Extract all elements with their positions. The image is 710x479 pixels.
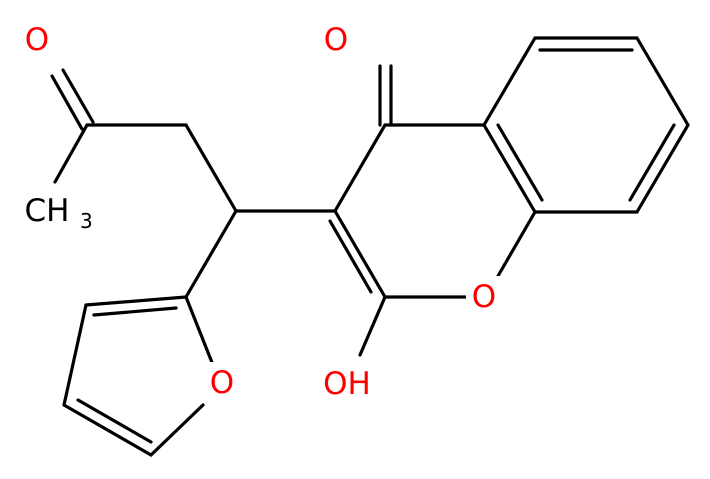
benzene-ring bbox=[482, 36, 690, 214]
atom-o-chromone-carbonyl: O bbox=[324, 22, 348, 58]
bond-c3-c4 bbox=[333, 123, 387, 213]
bond-ketone-b bbox=[61, 68, 95, 124]
bond-furan-c3-c4 bbox=[62, 303, 88, 407]
atom-methyl-subscript: 3 bbox=[80, 209, 93, 233]
atom-labels: O O O O OH CH 3 bbox=[18, 20, 500, 405]
atom-methyl-c: CH bbox=[25, 193, 70, 229]
bond-furan-c4-c5-inner bbox=[76, 398, 153, 444]
bond-co-ch3 bbox=[53, 123, 89, 184]
bond-c2-c3 bbox=[333, 209, 387, 299]
atom-o-furan: O bbox=[210, 365, 234, 401]
bond-ch-ch2 bbox=[184, 123, 238, 213]
bond-c2-oh bbox=[358, 295, 387, 357]
atom-hydroxyl: OH bbox=[323, 366, 371, 402]
bond-benz-inner-3 bbox=[496, 123, 544, 202]
bond-furan-c2-c3-inner bbox=[92, 306, 178, 317]
bond-furan-o-c2 bbox=[184, 295, 215, 367]
bond-benz-3 bbox=[635, 123, 690, 214]
bond-furan-c4-c5 bbox=[62, 403, 153, 457]
bond-ch-furan bbox=[184, 209, 238, 299]
bond-benz-inner-2 bbox=[628, 123, 676, 202]
atom-o-pyran-ring: O bbox=[472, 279, 496, 315]
bond-benz-2 bbox=[635, 36, 690, 127]
bond-benz-5 bbox=[482, 123, 537, 214]
atom-o-ketone: O bbox=[25, 22, 49, 58]
side-chain bbox=[50, 68, 337, 299]
bond-c2-c3-inner bbox=[328, 219, 373, 294]
bond-furan-c2-c3 bbox=[84, 295, 188, 307]
bond-furan-c5-o bbox=[149, 403, 205, 457]
bond-ketone-a bbox=[50, 74, 84, 131]
furan-ring bbox=[62, 295, 215, 457]
bond-c8a-o1 bbox=[496, 210, 537, 278]
bond-benz-6 bbox=[482, 36, 537, 127]
pyranone-ring bbox=[328, 64, 537, 357]
